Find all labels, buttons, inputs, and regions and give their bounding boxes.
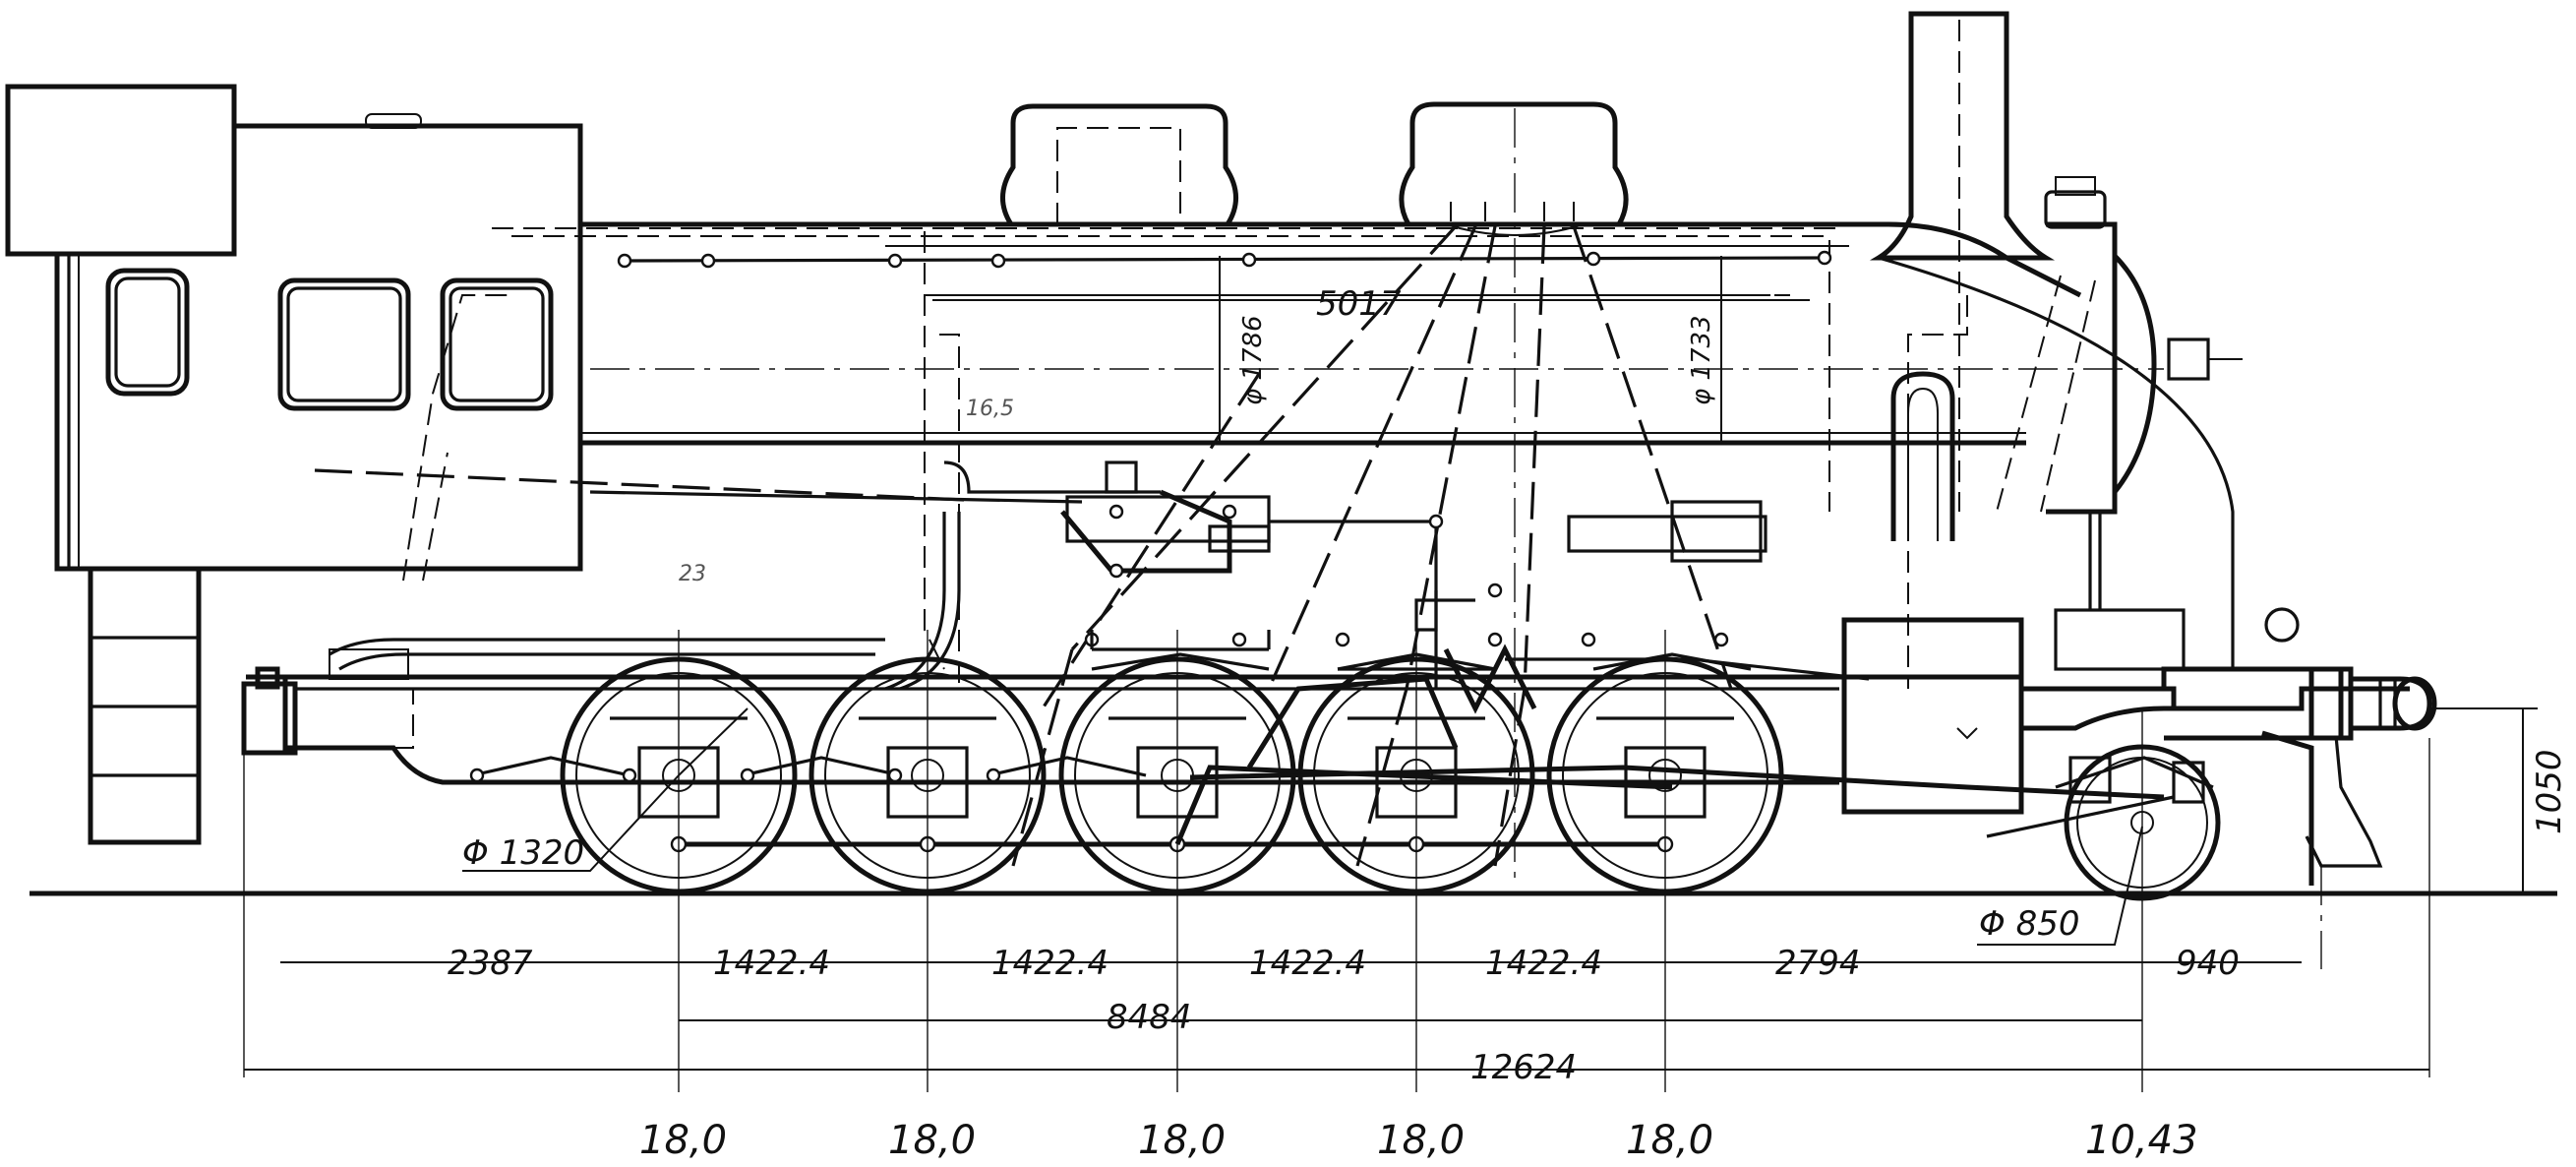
boiler-front-diameter-label: φ 1733 (1687, 315, 1716, 405)
span-label-6: 2794 (1775, 944, 1861, 983)
front-buffer (2161, 666, 2437, 886)
drivers-diameter-label: Φ 1320 (462, 833, 584, 873)
note-label-1: 16,5 (966, 397, 1014, 421)
axle-load-2: 18,0 (888, 1118, 976, 1163)
wheelbase-label: 8484 (1107, 998, 1192, 1037)
steam-pipe (1890, 295, 1968, 689)
pony-diameter-label: Φ 850 (1979, 904, 2079, 944)
safety-valves (1450, 202, 1575, 221)
span-label-4: 1422.4 (1249, 944, 1366, 983)
axle-load-1: 18,0 (639, 1118, 727, 1163)
pony-truck-wheel (2055, 744, 2221, 901)
boiler-length-label: 5017 (1316, 284, 1402, 324)
centre-lines (243, 630, 2430, 1092)
span-label-3: 1422.4 (991, 944, 1108, 983)
dimension-lines (244, 256, 2538, 1071)
axle-load-3: 18,0 (1138, 1118, 1226, 1163)
running-board (589, 461, 1767, 691)
axle-load-labels: 18,0 18,0 18,0 18,0 18,0 10,43 (639, 1118, 2198, 1163)
steam-dome-front (1399, 101, 1629, 886)
span-label-7: 940 (2176, 944, 2240, 983)
span-label-5: 1422.4 (1485, 944, 1602, 983)
coupling-rod (670, 835, 1674, 853)
span-label-1: 2387 (448, 944, 533, 983)
axle-load-4: 18,0 (1377, 1118, 1465, 1163)
boiler-rear-diameter-label: φ 1786 (1238, 315, 1268, 405)
smokebox (1878, 176, 2300, 669)
boiler (492, 221, 2164, 689)
chimney (1869, 11, 2056, 512)
dimension-labels: 2387 1422.4 1422.4 1422.4 1422.4 2794 94… (448, 284, 2569, 1087)
coupler-height-label: 1050 (2530, 749, 2569, 834)
note-label-2: 23 (679, 562, 706, 586)
valve-gear (1060, 489, 2175, 845)
axle-load-6: 10,43 (2085, 1118, 2198, 1163)
steam-dome-rear (1000, 103, 1238, 226)
cylinder (1841, 512, 2186, 815)
span-label-2: 1422.4 (713, 944, 830, 983)
overall-length-label: 12624 (1470, 1048, 1577, 1087)
axle-load-5: 18,0 (1626, 1118, 1713, 1163)
cab (5, 84, 583, 845)
